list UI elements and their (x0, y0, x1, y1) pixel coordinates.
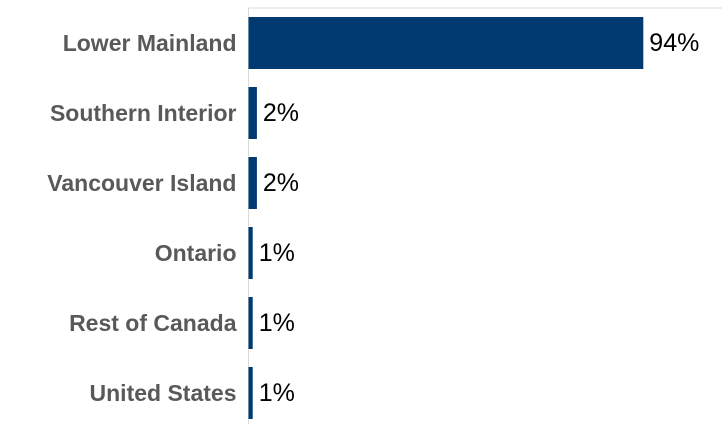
bar-southern-interior (248, 87, 257, 139)
category-label-ontario: Ontario (155, 240, 237, 266)
value-labels-group: 94% 2% 2% 1% 1% 1% (259, 29, 700, 407)
value-label-ontario: 1% (259, 239, 295, 267)
value-label-lower-mainland: 94% (649, 29, 699, 57)
category-label-lower-mainland: Lower Mainland (63, 30, 237, 56)
bar-lower-mainland (248, 17, 644, 69)
bar-united-states (248, 367, 253, 419)
category-label-southern-interior: Southern Interior (50, 100, 237, 126)
value-label-vancouver-island: 2% (263, 169, 299, 197)
bar-vancouver-island (248, 157, 257, 209)
category-label-united-states: United States (90, 380, 237, 406)
category-label-vancouver-island: Vancouver Island (47, 170, 236, 196)
value-label-united-states: 1% (259, 379, 295, 407)
bar-ontario (248, 227, 253, 279)
value-label-rest-of-canada: 1% (259, 309, 295, 337)
value-label-southern-interior: 2% (263, 99, 299, 127)
category-label-rest-of-canada: Rest of Canada (69, 310, 237, 336)
bars-group (248, 17, 644, 419)
bar-rest-of-canada (248, 297, 253, 349)
